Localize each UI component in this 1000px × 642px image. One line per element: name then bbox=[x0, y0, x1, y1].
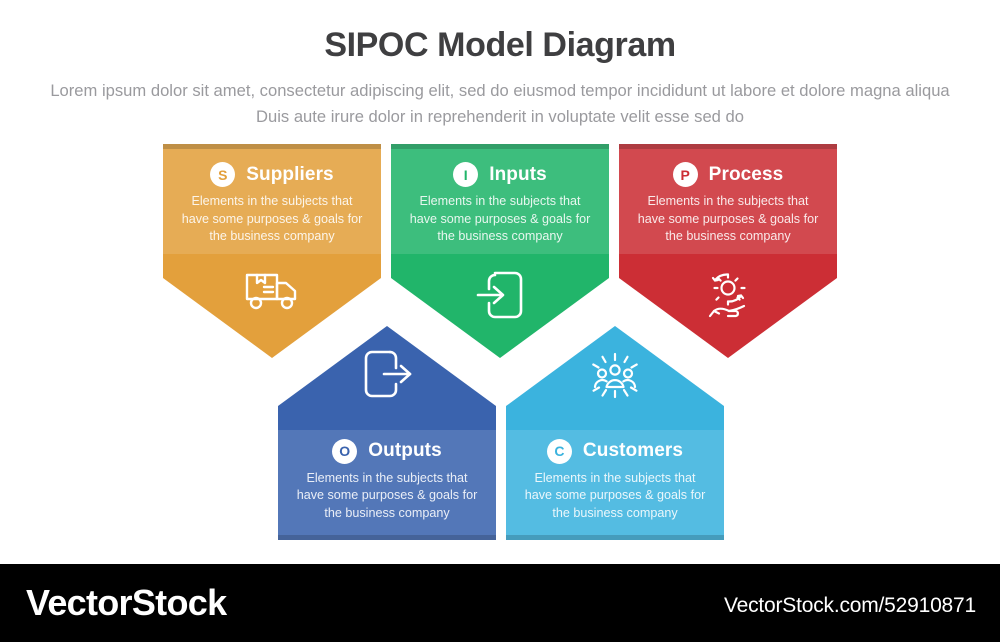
footer-bar: VectorStock VectorStock.com/52910871 bbox=[0, 564, 1000, 642]
card-content-suppliers: S Suppliers Elements in the subjects tha… bbox=[163, 162, 381, 246]
sipoc-diagram: S Suppliers Elements in the subjects tha… bbox=[163, 144, 837, 540]
vectorstock-source-url: VectorStock.com/52910871 bbox=[723, 594, 976, 617]
card-accent-bar bbox=[278, 535, 496, 540]
people-group-icon bbox=[592, 352, 638, 399]
gear-in-hand-icon bbox=[708, 273, 746, 318]
arrow-out-of-box-icon bbox=[364, 350, 412, 398]
icon-slot-inputs bbox=[391, 269, 609, 326]
card-content-inputs: I Inputs Elements in the subjects that h… bbox=[391, 162, 609, 246]
card-description-process: Elements in the subjects that have some … bbox=[637, 194, 819, 243]
arrow-into-box-icon bbox=[476, 271, 523, 319]
card-content-customers: C Customers Elements in the subjects tha… bbox=[506, 438, 724, 523]
card-header-customers: C Customers bbox=[506, 438, 724, 464]
card-highlight-band bbox=[163, 144, 381, 254]
card-description-outputs: Elements in the subjects that have some … bbox=[296, 470, 478, 520]
card-description-inputs: Elements in the subjects that have some … bbox=[409, 194, 591, 243]
page-subtitle: Lorem ipsum dolor sit amet, consectetur … bbox=[50, 81, 950, 126]
icon-slot-outputs bbox=[278, 348, 496, 405]
badge-letter-o: O bbox=[332, 438, 358, 464]
card-highlight-band bbox=[619, 144, 837, 254]
card-title-process: Process bbox=[708, 163, 784, 185]
card-header-outputs: O Outputs bbox=[278, 438, 496, 464]
card-accent-bar bbox=[619, 144, 837, 149]
card-accent-bar bbox=[391, 144, 609, 149]
card-title-suppliers: Suppliers bbox=[246, 163, 334, 185]
vectorstock-logo: VectorStock bbox=[26, 582, 227, 623]
card-header-inputs: I Inputs bbox=[391, 162, 609, 187]
icon-slot-customers bbox=[506, 348, 724, 405]
delivery-truck-icon bbox=[245, 273, 297, 310]
icon-slot-process bbox=[619, 269, 837, 326]
card-description-customers: Elements in the subjects that have some … bbox=[524, 470, 706, 520]
badge-letter-i: I bbox=[453, 162, 479, 187]
card-content-outputs: O Outputs Elements in the subjects that … bbox=[278, 438, 496, 523]
sipoc-card-customers[interactable]: C Customers Elements in the subjects tha… bbox=[506, 326, 724, 540]
icon-slot-suppliers bbox=[163, 269, 381, 316]
page-title: SIPOC Model Diagram bbox=[324, 26, 676, 64]
card-title-customers: Customers bbox=[582, 440, 684, 461]
card-accent-bar bbox=[506, 535, 724, 540]
badge-letter-s: S bbox=[210, 162, 236, 187]
card-highlight-band bbox=[391, 144, 609, 254]
sipoc-card-suppliers[interactable]: S Suppliers Elements in the subjects tha… bbox=[163, 144, 381, 358]
card-accent-bar bbox=[163, 144, 381, 149]
sipoc-card-inputs[interactable]: I Inputs Elements in the subjects that h… bbox=[391, 144, 609, 358]
card-description-suppliers: Elements in the subjects that have some … bbox=[181, 194, 363, 243]
sipoc-card-outputs[interactable]: O Outputs Elements in the subjects that … bbox=[278, 326, 496, 540]
card-header-process: P Process bbox=[619, 162, 837, 187]
card-highlight-band bbox=[506, 430, 724, 540]
badge-letter-p: P bbox=[672, 162, 698, 187]
card-header-suppliers: S Suppliers bbox=[163, 162, 381, 187]
sipoc-card-process[interactable]: P Process Elements in the subjects that … bbox=[619, 144, 837, 358]
card-title-inputs: Inputs bbox=[489, 163, 547, 185]
badge-letter-c: C bbox=[546, 438, 572, 464]
card-highlight-band bbox=[278, 430, 496, 540]
card-title-outputs: Outputs bbox=[368, 440, 442, 461]
card-content-process: P Process Elements in the subjects that … bbox=[619, 162, 837, 246]
header: SIPOC Model Diagram Lorem ipsum dolor si… bbox=[0, 0, 1000, 140]
